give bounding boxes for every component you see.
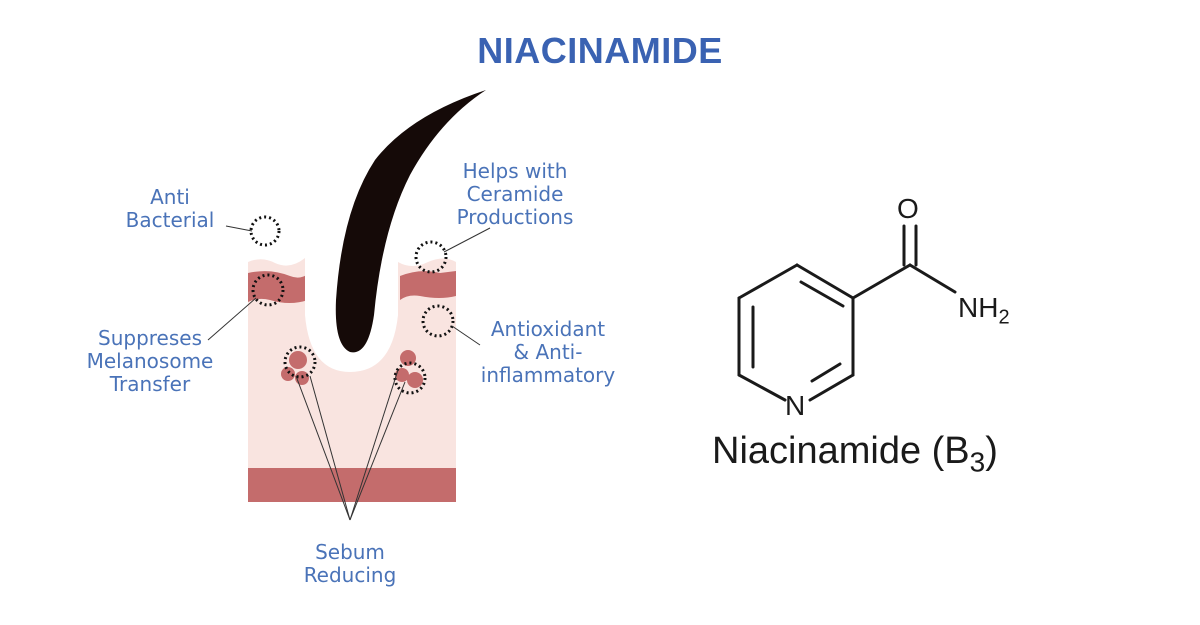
leader-anti-bacterial [225,225,253,232]
atom-oxygen: O [897,193,919,224]
marker-sebum-left [283,345,317,379]
bond-inner-1 [799,280,845,308]
leader-melanosome [207,297,257,341]
atom-nitrogen: N [785,390,806,421]
epidermis-band-right [400,271,456,300]
amine-group: NH2 [958,292,1010,330]
dermis-band [248,468,456,502]
molecule-caption: Niacinamide (B3) [712,430,998,479]
skin-surface-right [398,244,456,266]
sebaceous-gland-right [395,350,423,388]
caption-text: Niacinamide (B [712,430,970,472]
label-antioxidant: Antioxidant& Anti-inflammatory [480,317,616,387]
epidermis-band-left [248,271,308,303]
leader-sebum-left [295,375,351,521]
marker-antioxidant [421,304,455,338]
marker-anti-bacterial [249,215,281,247]
marker-melanosome [251,273,285,307]
bond-ring-4 [737,373,787,402]
amine-subscript: 2 [998,306,1010,329]
caption-subscript: 3 [969,446,986,478]
marker-ceramide [414,240,448,274]
leader-sebum-right [349,381,406,521]
page-title: NIACINAMIDE [477,30,723,71]
amine-label: NH [958,292,999,323]
hair-strand [335,90,486,353]
bond-c-c [851,263,912,300]
leader-sebum-right-b [349,369,399,521]
leader-sebum-left-b [309,375,351,521]
bond-ring-6 [737,263,799,300]
leader-antioxidant [451,325,481,346]
bond-ring-3 [808,373,855,402]
bond-c-n [908,263,957,294]
skin-surface [248,244,305,266]
bond-inner-2 [810,362,842,383]
bond-ring-1 [795,263,855,300]
caption-close: ) [985,430,998,472]
leader-ceramide [443,227,491,253]
